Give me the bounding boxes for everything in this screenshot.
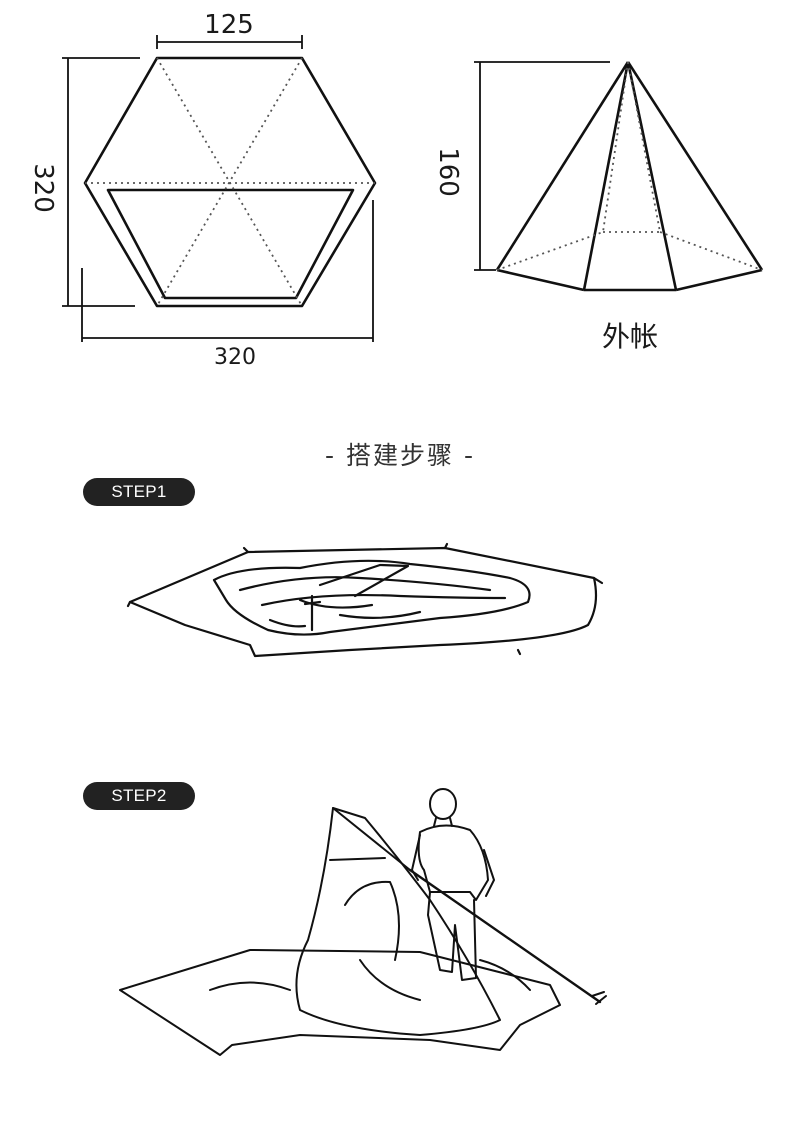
setup-steps-title: - 搭建步骤 - <box>325 441 475 470</box>
step2-badge: STEP2 <box>83 782 195 810</box>
hexagon-height-dimension-label: 320 <box>28 163 58 213</box>
step1-illustration <box>126 542 604 658</box>
pyramid-height-dimension-label: 160 <box>433 147 463 197</box>
hexagon-dotted-guides <box>85 57 375 307</box>
pyramid-hidden-edges <box>496 61 763 271</box>
hexagon-plan <box>83 56 377 308</box>
pyramid-view <box>495 61 764 292</box>
hexagon-outline <box>83 56 377 308</box>
hexagon-top-dimension-label: 125 <box>204 10 254 40</box>
step1-folded-tent <box>212 559 531 636</box>
hexagon-dimension-lines <box>62 35 374 342</box>
person-figure <box>411 788 495 981</box>
pyramid-caption: 外帐 <box>602 320 658 353</box>
hexagon-width-dimension-label: 320 <box>214 345 256 370</box>
inner-floor-outline <box>106 188 355 300</box>
step2-ground-sheet <box>119 949 561 1056</box>
step1-badge: STEP1 <box>83 478 195 506</box>
step1-ground-sheet <box>128 546 598 658</box>
step2-illustration <box>119 788 607 1056</box>
step2-tent-pole <box>408 868 602 1004</box>
pyramid-dimension-lines <box>474 61 610 271</box>
